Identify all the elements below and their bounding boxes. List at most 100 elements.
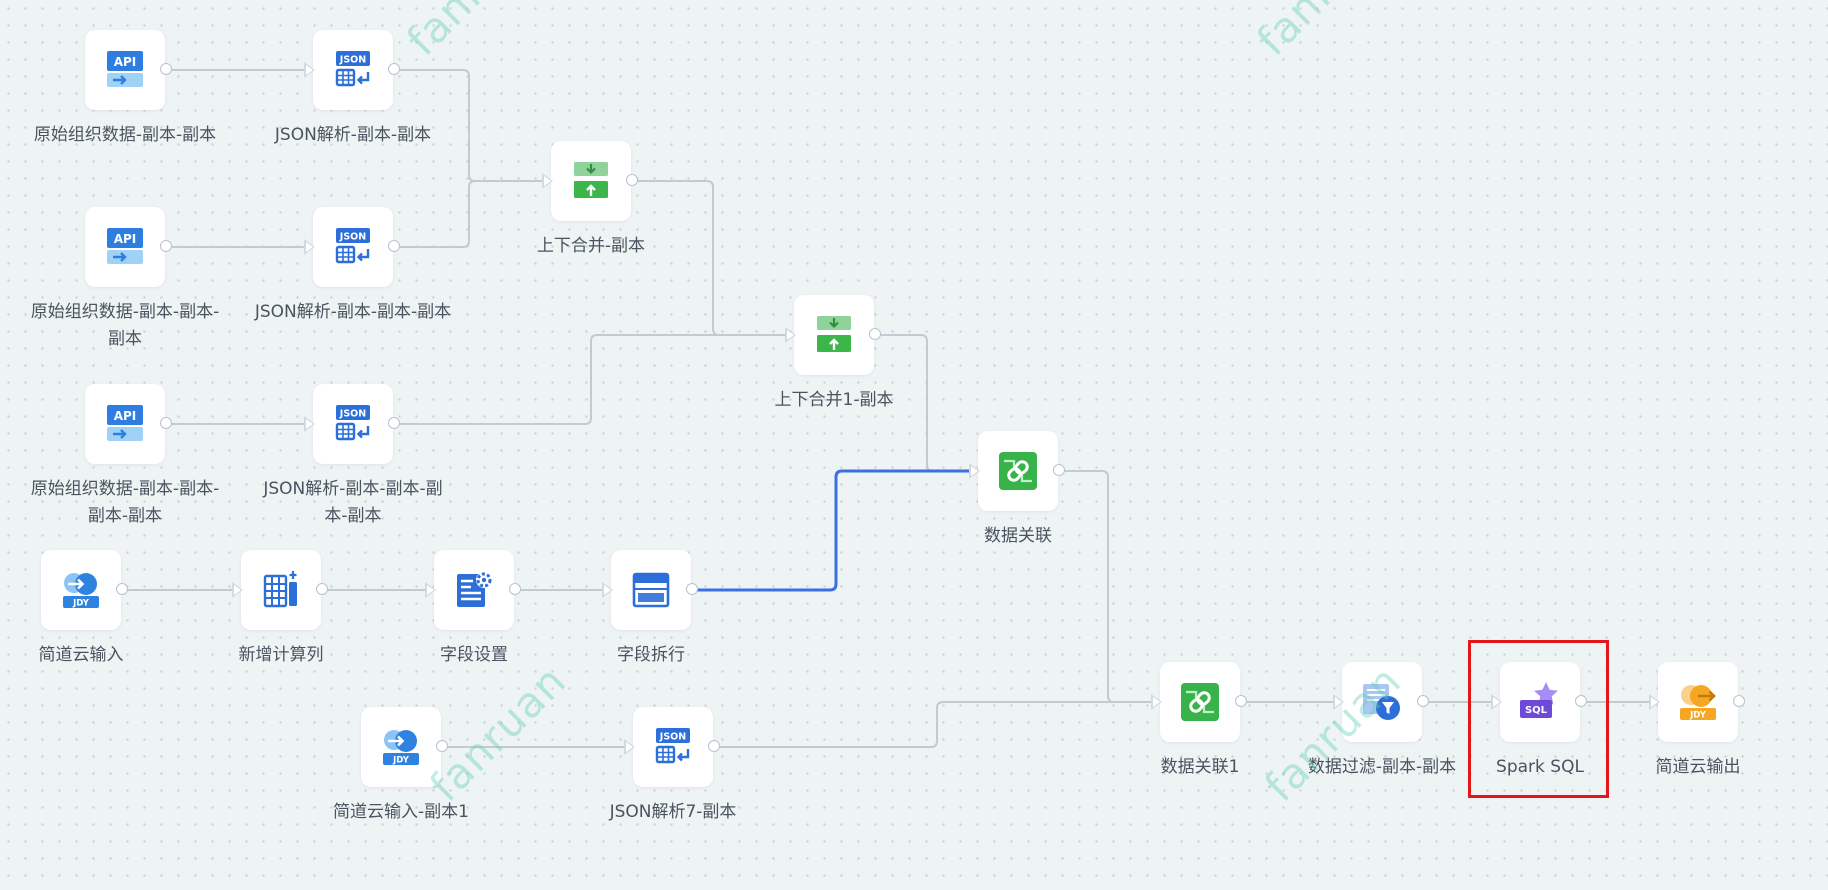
- output-port[interactable]: [1733, 695, 1745, 707]
- output-port[interactable]: [388, 417, 400, 429]
- node-json-parse[interactable]: JSON JSON解析-副本-副本: [253, 30, 453, 149]
- node-card[interactable]: API: [85, 30, 172, 110]
- output-port[interactable]: [509, 583, 521, 595]
- svg-text:SQL: SQL: [1525, 705, 1548, 716]
- json-parse-icon: JSON: [331, 402, 375, 446]
- filter-icon: [1359, 679, 1405, 725]
- json-parse-icon: JSON: [651, 725, 695, 769]
- input-port[interactable]: [1491, 694, 1502, 710]
- node-json-parse[interactable]: JSON JSON解析-副本-副本-副本-副本: [253, 384, 453, 530]
- output-port[interactable]: [1417, 695, 1429, 707]
- svg-text:JSON: JSON: [659, 732, 686, 743]
- input-port[interactable]: [602, 582, 613, 598]
- output-port[interactable]: [1235, 695, 1247, 707]
- output-port[interactable]: [436, 740, 448, 752]
- node-filter[interactable]: 数据过滤-副本-副本: [1282, 662, 1482, 781]
- output-port[interactable]: [388, 240, 400, 252]
- node-api[interactable]: API 原始组织数据-副本-副本-副本-副本: [25, 384, 225, 530]
- input-port[interactable]: [1333, 694, 1344, 710]
- node-card[interactable]: JDY: [361, 707, 448, 787]
- input-port[interactable]: [1151, 694, 1162, 710]
- node-add-column[interactable]: 新增计算列: [181, 550, 381, 669]
- join-icon: [995, 448, 1041, 494]
- node-card[interactable]: API: [85, 207, 172, 287]
- spark-sql-icon: SQL: [1516, 680, 1564, 724]
- node-card[interactable]: [785, 295, 881, 375]
- jdy-input-icon: JDY: [377, 725, 425, 769]
- node-spark-sql[interactable]: SQL Spark SQL: [1440, 662, 1640, 781]
- node-jdy-input[interactable]: JDY 简道云输入: [0, 550, 181, 669]
- edge-n15-n16[interactable]: [717, 701, 1156, 748]
- node-json-parse[interactable]: JSON JSON解析-副本-副本-副本: [253, 207, 453, 326]
- input-port[interactable]: [624, 739, 635, 755]
- svg-text:API: API: [114, 55, 137, 69]
- input-port[interactable]: [785, 327, 796, 343]
- output-port[interactable]: [116, 583, 128, 595]
- node-join[interactable]: 数据关联1: [1100, 662, 1300, 781]
- node-label: 数据关联1: [1160, 757, 1240, 777]
- input-port[interactable]: [1649, 694, 1660, 710]
- node-label: 原始组织数据-副本-副本-副本: [30, 302, 220, 349]
- jdy-output-icon: JDY: [1674, 680, 1722, 724]
- api-icon: API: [103, 48, 147, 92]
- output-port[interactable]: [626, 174, 638, 186]
- node-label: 字段设置: [440, 645, 508, 665]
- node-jdy-input[interactable]: JDY 简道云输入-副本1: [301, 707, 501, 826]
- output-port[interactable]: [686, 583, 698, 595]
- node-split-rows[interactable]: 字段拆行: [551, 550, 751, 669]
- node-card[interactable]: [425, 550, 521, 630]
- node-card[interactable]: JDY: [1649, 662, 1745, 742]
- node-json-parse[interactable]: JSON JSON解析7-副本: [573, 707, 773, 826]
- output-port[interactable]: [160, 240, 172, 252]
- output-port[interactable]: [1575, 695, 1587, 707]
- output-port[interactable]: [869, 328, 881, 340]
- svg-text:JDY: JDY: [392, 756, 410, 766]
- input-port[interactable]: [304, 239, 315, 255]
- input-port[interactable]: [304, 62, 315, 78]
- node-label: 简道云输出: [1655, 757, 1741, 777]
- input-port[interactable]: [969, 463, 980, 479]
- node-card[interactable]: [1151, 662, 1247, 742]
- node-label: 数据关联: [984, 526, 1052, 546]
- union-icon: [812, 313, 856, 357]
- node-card[interactable]: JSON: [304, 384, 400, 464]
- node-card[interactable]: [602, 550, 698, 630]
- input-port[interactable]: [425, 582, 436, 598]
- node-label: 上下合并-副本: [536, 236, 646, 256]
- svg-text:API: API: [114, 409, 137, 423]
- node-label: JSON解析-副本-副本-副本: [254, 302, 452, 322]
- node-card[interactable]: API: [85, 384, 172, 464]
- node-label: Spark SQL: [1496, 757, 1584, 777]
- node-union[interactable]: 上下合并-副本: [491, 141, 691, 260]
- output-port[interactable]: [316, 583, 328, 595]
- node-card[interactable]: [969, 431, 1065, 511]
- node-jdy-output[interactable]: JDY 简道云输出: [1598, 662, 1798, 781]
- input-port[interactable]: [304, 416, 315, 432]
- node-card[interactable]: SQL: [1491, 662, 1587, 742]
- input-port[interactable]: [232, 582, 243, 598]
- node-join[interactable]: 数据关联: [918, 431, 1118, 550]
- node-field-settings[interactable]: 字段设置: [374, 550, 574, 669]
- output-port[interactable]: [388, 63, 400, 75]
- output-port[interactable]: [708, 740, 720, 752]
- node-card[interactable]: [1333, 662, 1429, 742]
- node-api[interactable]: API 原始组织数据-副本-副本-副本: [25, 207, 225, 353]
- output-port[interactable]: [1053, 464, 1065, 476]
- output-port[interactable]: [160, 63, 172, 75]
- node-card[interactable]: JSON: [304, 30, 400, 110]
- join-icon: [1177, 679, 1223, 725]
- node-label: 原始组织数据-副本-副本-副本-副本: [30, 479, 220, 526]
- node-card[interactable]: JSON: [304, 207, 400, 287]
- node-card[interactable]: JSON: [624, 707, 720, 787]
- node-label: 简道云输入-副本1: [333, 802, 469, 822]
- node-api[interactable]: API 原始组织数据-副本-副本: [25, 30, 225, 149]
- node-card[interactable]: [232, 550, 328, 630]
- input-port[interactable]: [542, 173, 553, 189]
- node-union[interactable]: 上下合并1-副本: [734, 295, 934, 414]
- node-label: JSON解析7-副本: [609, 802, 737, 822]
- output-port[interactable]: [160, 417, 172, 429]
- node-card[interactable]: JDY: [41, 550, 128, 630]
- edge-n6-n8[interactable]: [397, 334, 790, 425]
- node-card[interactable]: [542, 141, 638, 221]
